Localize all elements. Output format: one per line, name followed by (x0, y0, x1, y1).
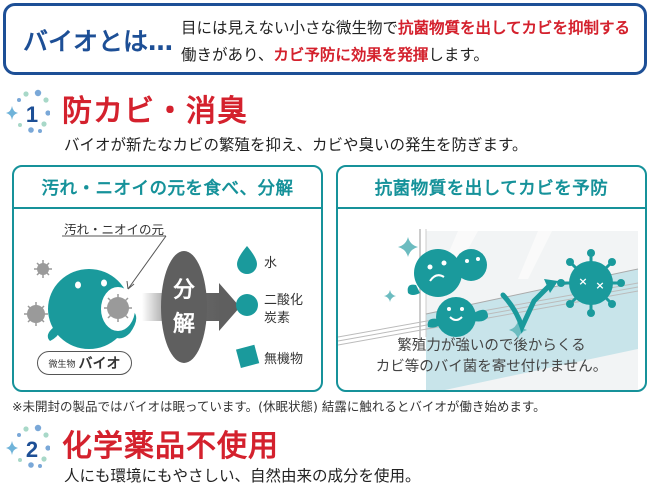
intro-text-highlight: カビ予防に効果を発揮 (273, 46, 429, 64)
number-badge-1-icon: 1 (6, 89, 50, 133)
output-label-minerals: 無機物 (264, 352, 304, 367)
bio-product-label: 微生物 バイオ (37, 351, 132, 375)
panel-prevent-header: 抗菌物質を出してカビを予防 (338, 167, 645, 209)
decompose-arrow-icon: 分 解 (142, 251, 240, 363)
sad-mold-icon (407, 249, 487, 297)
output-label-co2-line1: 二酸化 (264, 293, 304, 308)
circle-icon (236, 294, 258, 316)
output-label-co2: 二酸化 炭素 (264, 292, 303, 328)
panel-decompose-header: 汚れ・ニオイの元を食べ、分解 (14, 167, 321, 209)
section-2-subtitle: 人にも環境にもやさしい、自然由来の成分を使用。 (64, 467, 421, 485)
sparkle-icon (384, 237, 527, 339)
panel-decompose-body: 汚れ・ニオイの元 (14, 209, 321, 390)
square-icon (235, 344, 260, 368)
svg-text:分: 分 (173, 278, 195, 303)
section-1-subtitle: バイオが新たなカビの繁殖を抑え、カビや臭いの発生を防ぎます。 (64, 136, 528, 154)
svg-text:×: × (578, 275, 587, 288)
repel-arrow-icon (500, 279, 558, 334)
intro-text-part: 働きがあり、 (181, 46, 274, 64)
panel-prevent: 抗菌物質を出してカビを予防 (336, 165, 647, 392)
svg-text:2: 2 (26, 437, 38, 462)
section-2-title: 化学薬品不使用 (62, 429, 279, 464)
output-label-water: 水 (264, 256, 278, 271)
product-label-small: 微生物 (48, 359, 76, 370)
section-1-title: 防カビ・消臭 (62, 94, 248, 129)
prevent-illustration: × × (338, 229, 639, 390)
happy-bio-icon (427, 297, 488, 337)
prevent-caption-line1: 繁殖力が強いので後からくる (397, 338, 586, 354)
intro-text-part: します。 (428, 46, 489, 64)
prevent-caption: 繁殖力が強いので後からくる カビ等のバイ菌を寄せ付けません。 (338, 336, 645, 378)
pointer-label: 汚れ・ニオイの元 (64, 222, 165, 237)
intro-title: バイオとは… (23, 27, 174, 56)
number-badge-2-icon: 2 (6, 424, 50, 468)
intro-box: バイオとは… 目には見えない小さな微生物で抗菌物質を出してカビを抑制する働きがあ… (3, 3, 647, 75)
intro-text-part: 目には見えない小さな微生物で (181, 19, 399, 37)
product-label-big: バイオ (78, 356, 121, 372)
intro-text: 目には見えない小さな微生物で抗菌物質を出してカビを抑制する働きがあり、カビ予防に… (181, 15, 641, 69)
footnote: ※未開封の製品ではバイオは眠っています。(休眠状態) 結露に触れるとバイオが働き… (12, 399, 546, 414)
decompose-illustration: 分 解 (24, 235, 260, 368)
intro-text-highlight: 抗菌物質を出してカビを抑制する (398, 19, 631, 37)
water-drop-icon (237, 246, 257, 274)
panel-decompose: 汚れ・ニオイの元を食べ、分解 汚れ・ニオイの元 (12, 165, 323, 392)
svg-text:解: 解 (173, 311, 195, 337)
svg-text:1: 1 (26, 102, 38, 127)
germ-icon: × × (557, 249, 625, 317)
panel-prevent-body: × × 繁殖力が強いので後からくる カビ等のバイ菌を寄せ付けません。 (338, 209, 645, 390)
prevent-caption-line2: カビ等のバイ菌を寄せ付けません。 (375, 359, 608, 375)
bio-creature-icon (47, 269, 137, 349)
output-label-co2-line2: 炭素 (264, 311, 291, 326)
svg-text:×: × (595, 279, 604, 292)
